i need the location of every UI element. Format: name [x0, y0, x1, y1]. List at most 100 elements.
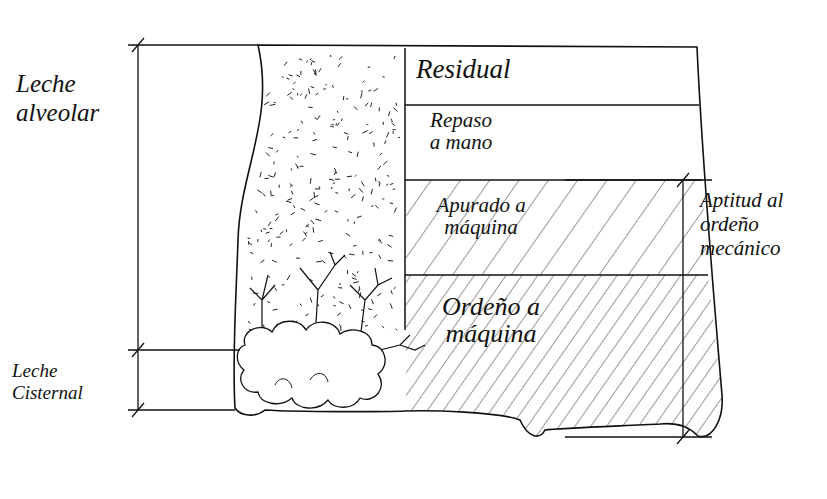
alveolar-dot [365, 325, 368, 327]
alveolar-dot [373, 143, 375, 147]
alveolar-dot [362, 196, 363, 201]
alveolar-dot [250, 252, 253, 253]
alveolar-dot [369, 252, 372, 253]
alveolar-dot [361, 181, 364, 186]
alveolar-dot [379, 239, 381, 241]
alveolar-dot [335, 179, 340, 180]
alveolar-dot [291, 168, 293, 170]
alveolar-dot [378, 240, 382, 244]
alveolar-dot [273, 309, 278, 310]
alveolar-dot [282, 76, 284, 77]
alveolar-dot [293, 88, 294, 90]
alveolar-dot [270, 191, 272, 196]
band-label: Ordeño a máquina [426, 293, 556, 348]
alveolar-dot [383, 161, 387, 165]
alveolar-dot [339, 283, 340, 285]
cistern-detail [275, 373, 328, 388]
alveolar-dot [355, 175, 357, 177]
alveolar-dot [300, 166, 304, 167]
alveolar-dot [274, 172, 275, 177]
alveolar-dot [357, 152, 358, 157]
alveolar-dot [333, 182, 335, 184]
alveolar-dot [306, 225, 309, 227]
alveolar-dot [347, 270, 348, 274]
alveolar-dot [378, 166, 381, 170]
alveolar-dot [347, 219, 348, 221]
alveolar-dot [368, 308, 372, 310]
alveolar-dot [329, 179, 334, 180]
alveolar-dot [248, 241, 249, 245]
alveolar-dot [275, 288, 277, 291]
alveolar-dot [344, 132, 348, 134]
alveolar-dot [371, 103, 372, 107]
alveolar-dot [277, 237, 281, 238]
alveolar-dot [270, 228, 273, 229]
band-line [405, 104, 699, 105]
alveolar-dot [310, 198, 314, 201]
alveolar-dot [333, 119, 335, 120]
alveolar-dot [383, 76, 385, 78]
alveolar-dot [372, 299, 374, 304]
alveolar-dot [339, 302, 344, 304]
alveolar-dot [288, 198, 293, 200]
alveolar-dot [282, 284, 285, 286]
alveolar-dot [311, 154, 317, 155]
alveolar-dot [306, 224, 309, 227]
alveolar-dot [334, 168, 336, 173]
alveolar-dot [361, 93, 363, 99]
alveolar-dot [365, 103, 368, 106]
alveolar-dot [330, 126, 334, 127]
alveolar-dot [361, 91, 363, 92]
alveolar-dot [347, 136, 349, 140]
alveolar-dot [331, 124, 333, 126]
alveolar-dot [260, 260, 264, 263]
alveolar-dot [301, 121, 302, 124]
alveolar-dot [357, 271, 359, 273]
alveolar-dot [396, 103, 398, 106]
alveolar-dot [394, 56, 395, 59]
alveolar-dot [271, 243, 273, 247]
alveolar-dot [334, 172, 336, 175]
dimension-bracket [565, 173, 712, 444]
band-line [405, 274, 708, 275]
alveolar-dot [319, 186, 320, 188]
alveolar-dot [337, 111, 338, 113]
alveolar-dot [314, 192, 316, 198]
alveolar-dot [272, 260, 277, 262]
alveolar-dot [299, 59, 302, 60]
alveolar-dot [396, 329, 398, 331]
alveolar-dot [393, 188, 395, 190]
alveolar-dot [308, 107, 312, 108]
alveolar-dot [266, 232, 270, 233]
alveolar-dot [382, 326, 384, 328]
udder-band: Apurado a máquina [406, 180, 704, 275]
alveolar-dot [332, 85, 334, 88]
alveolar-dot [302, 238, 306, 242]
band-label: Apurado a máquina [421, 194, 541, 238]
alveolar-dot [380, 153, 382, 155]
alveolar-dot [379, 107, 380, 111]
alveolar-dot [316, 93, 319, 95]
alveolar-dot [306, 60, 308, 62]
alveolar-dot [369, 132, 373, 134]
alveolar-dot [300, 304, 302, 306]
alveolar-dot [268, 147, 273, 149]
alveolar-dot [286, 201, 291, 203]
alveolar-dot [363, 81, 365, 83]
alveolar-dot [248, 238, 251, 239]
alveolar-dot [310, 58, 311, 60]
alveolar-dot [268, 240, 269, 242]
alveolar-dot [352, 273, 356, 276]
alveolar-dot [319, 68, 322, 72]
alveolar-dot [389, 111, 390, 116]
alveolar-dot [375, 205, 378, 208]
alveolar-dot [335, 211, 338, 212]
alveolar-dot [362, 131, 367, 134]
alveolar-dot [289, 75, 293, 76]
alveolar-dot [390, 303, 392, 308]
alveolar-dot [311, 220, 314, 224]
alveolar-dot [313, 139, 318, 140]
alveolar-dot [316, 261, 322, 263]
alveolar-dot [266, 153, 270, 157]
alveolar-dot [378, 181, 380, 183]
